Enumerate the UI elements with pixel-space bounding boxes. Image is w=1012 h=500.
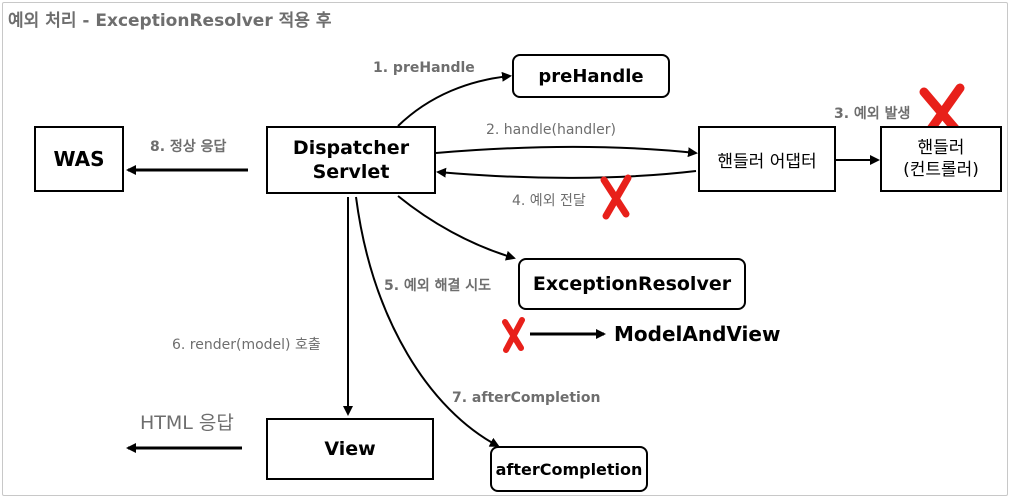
adapter-label: 핸들러 어댑터 bbox=[717, 151, 817, 172]
exception-resolver-box: ExceptionResolver bbox=[518, 258, 746, 310]
model-and-view-label: ModelAndView bbox=[614, 322, 781, 346]
step3-label: 3. 예외 발생 bbox=[834, 106, 911, 122]
diagram-title: 예외 처리 - ExceptionResolver 적용 후 bbox=[8, 11, 332, 31]
handler-label-line1: 핸들러 bbox=[917, 138, 965, 158]
view-label: View bbox=[324, 438, 376, 460]
handler-label-line2: (컨트롤러) bbox=[903, 160, 979, 180]
html-response-label: HTML 응답 bbox=[140, 412, 234, 434]
handler-controller-box: 핸들러 (컨트롤러) bbox=[880, 126, 1002, 192]
was-box: WAS bbox=[34, 126, 124, 192]
step1-label: 1. preHandle bbox=[373, 60, 475, 76]
step4-label: 4. 예외 전달 bbox=[512, 193, 586, 209]
step6-label: 6. render(model) 호출 bbox=[172, 337, 321, 353]
after-completion-label: afterCompletion bbox=[495, 459, 643, 479]
prehandle-box: preHandle bbox=[512, 54, 670, 98]
dispatcher-label-line1: Dispatcher bbox=[292, 137, 410, 159]
arrow-after-completion bbox=[355, 196, 500, 447]
dispatcher-servlet-box: Dispatcher Servlet bbox=[266, 126, 436, 194]
arrow-handle bbox=[435, 146, 698, 158]
cross-mark-icon bbox=[502, 317, 525, 353]
exception-resolver-label: ExceptionResolver bbox=[532, 273, 732, 295]
arrow-prehandle bbox=[397, 71, 512, 127]
view-box: View bbox=[266, 418, 434, 480]
arrow-exception-resolver bbox=[397, 195, 516, 261]
step5-label: 5. 예외 해결 시도 bbox=[384, 278, 491, 294]
arrow-exception-back bbox=[436, 167, 697, 179]
prehandle-label: preHandle bbox=[538, 65, 644, 87]
after-completion-box: afterCompletion bbox=[490, 446, 648, 492]
step7-label: 7. afterCompletion bbox=[452, 390, 601, 406]
cross-mark-icon bbox=[600, 174, 632, 220]
step2-label: 2. handle(handler) bbox=[486, 122, 616, 138]
was-label: WAS bbox=[53, 147, 105, 171]
step8-label: 8. 정상 응답 bbox=[150, 139, 227, 155]
dispatcher-label-line2: Servlet bbox=[312, 161, 390, 183]
handler-adapter-box: 핸들러 어댑터 bbox=[698, 126, 836, 192]
